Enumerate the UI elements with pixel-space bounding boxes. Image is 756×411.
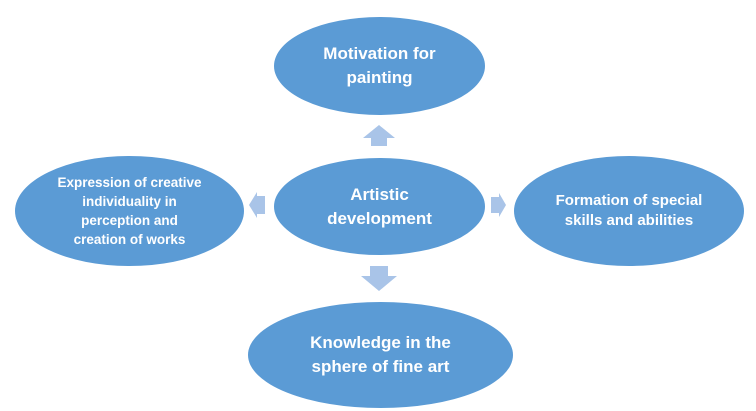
node-creative-individuality-label: Expression of creative individuality in … [57,175,202,247]
arrow-up-icon [363,125,395,146]
node-artistic-development: Artistic development [273,157,486,256]
node-knowledge-fine-art: Knowledge in the sphere of fine art [247,301,514,409]
arrow-down-icon [361,266,397,291]
node-skills-abilities: Formation of special skills and abilitie… [513,155,745,267]
arrow-right-icon [491,193,506,217]
node-knowledge-fine-art-label: Knowledge in the sphere of fine art [310,333,451,376]
arrow-left-icon [249,192,265,218]
node-motivation: Motivation for painting [273,16,486,116]
node-creative-individuality: Expression of creative individuality in … [14,155,245,267]
node-artistic-development-label: Artistic development [327,184,432,228]
node-motivation-label: Motivation for painting [323,44,436,87]
node-skills-abilities-label: Formation of special skills and abilitie… [555,192,703,229]
